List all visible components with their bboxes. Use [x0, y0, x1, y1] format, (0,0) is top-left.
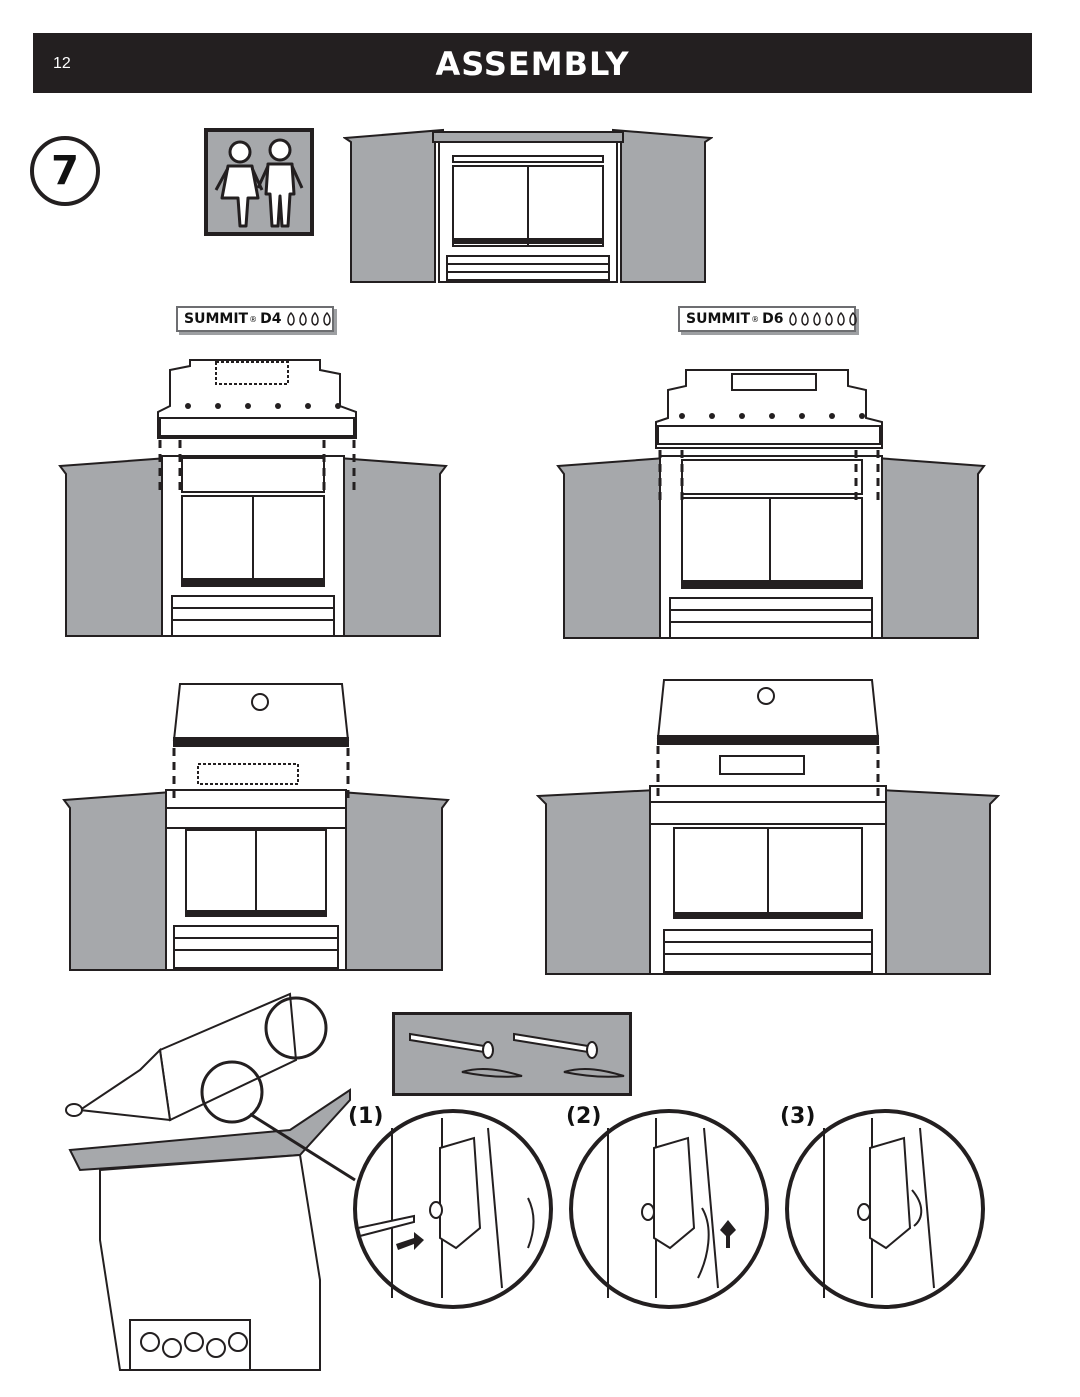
d4-lid-installation-illustration	[62, 680, 450, 974]
model-name: D4	[260, 311, 282, 327]
hinge-detail-2	[568, 1108, 770, 1310]
brand-name: SUMMIT	[184, 311, 249, 327]
burner-flame-icon	[789, 312, 798, 326]
burner-flame-icon	[311, 312, 320, 326]
two-person-lift-icon	[204, 128, 314, 236]
burner-flame-icon	[849, 312, 858, 326]
page-title: ASSEMBLY	[435, 45, 630, 83]
burner-flame-icon	[825, 312, 834, 326]
brand-name: SUMMIT	[686, 311, 751, 327]
d4-grill-lowering-illustration	[58, 356, 448, 642]
header-bar: 12 ASSEMBLY	[33, 33, 1032, 93]
burner-flame-icon	[287, 312, 296, 326]
burner-flame-icon	[837, 312, 846, 326]
burner-flame-icon	[813, 312, 822, 326]
burner-count-d6	[788, 312, 858, 326]
enclosure-illustration	[342, 126, 714, 286]
burner-flame-icon	[801, 312, 810, 326]
model-badge-d4: SUMMIT ® D4	[176, 306, 334, 332]
model-badge-d6: SUMMIT ® D6	[678, 306, 858, 332]
burner-flame-icon	[323, 312, 332, 326]
d6-grill-lowering-illustration	[556, 366, 986, 642]
callout-label-3: (3)	[780, 1104, 816, 1129]
callout-label-1: (1)	[348, 1104, 384, 1129]
step-number: 7	[30, 136, 100, 206]
page-number: 12	[53, 55, 71, 72]
hardware-panel	[392, 1012, 632, 1096]
hinge-detail-1	[352, 1108, 554, 1310]
registered-mark: ®	[249, 314, 258, 324]
callout-label-2: (2)	[566, 1104, 602, 1129]
model-name: D6	[762, 311, 784, 327]
burner-flame-icon	[299, 312, 308, 326]
registered-mark: ®	[751, 314, 760, 324]
burner-count-d4	[286, 312, 332, 326]
d6-lid-installation-illustration	[535, 678, 1001, 978]
hinge-detail-3	[784, 1108, 986, 1310]
grill-hinge-overview-illustration	[60, 990, 360, 1390]
